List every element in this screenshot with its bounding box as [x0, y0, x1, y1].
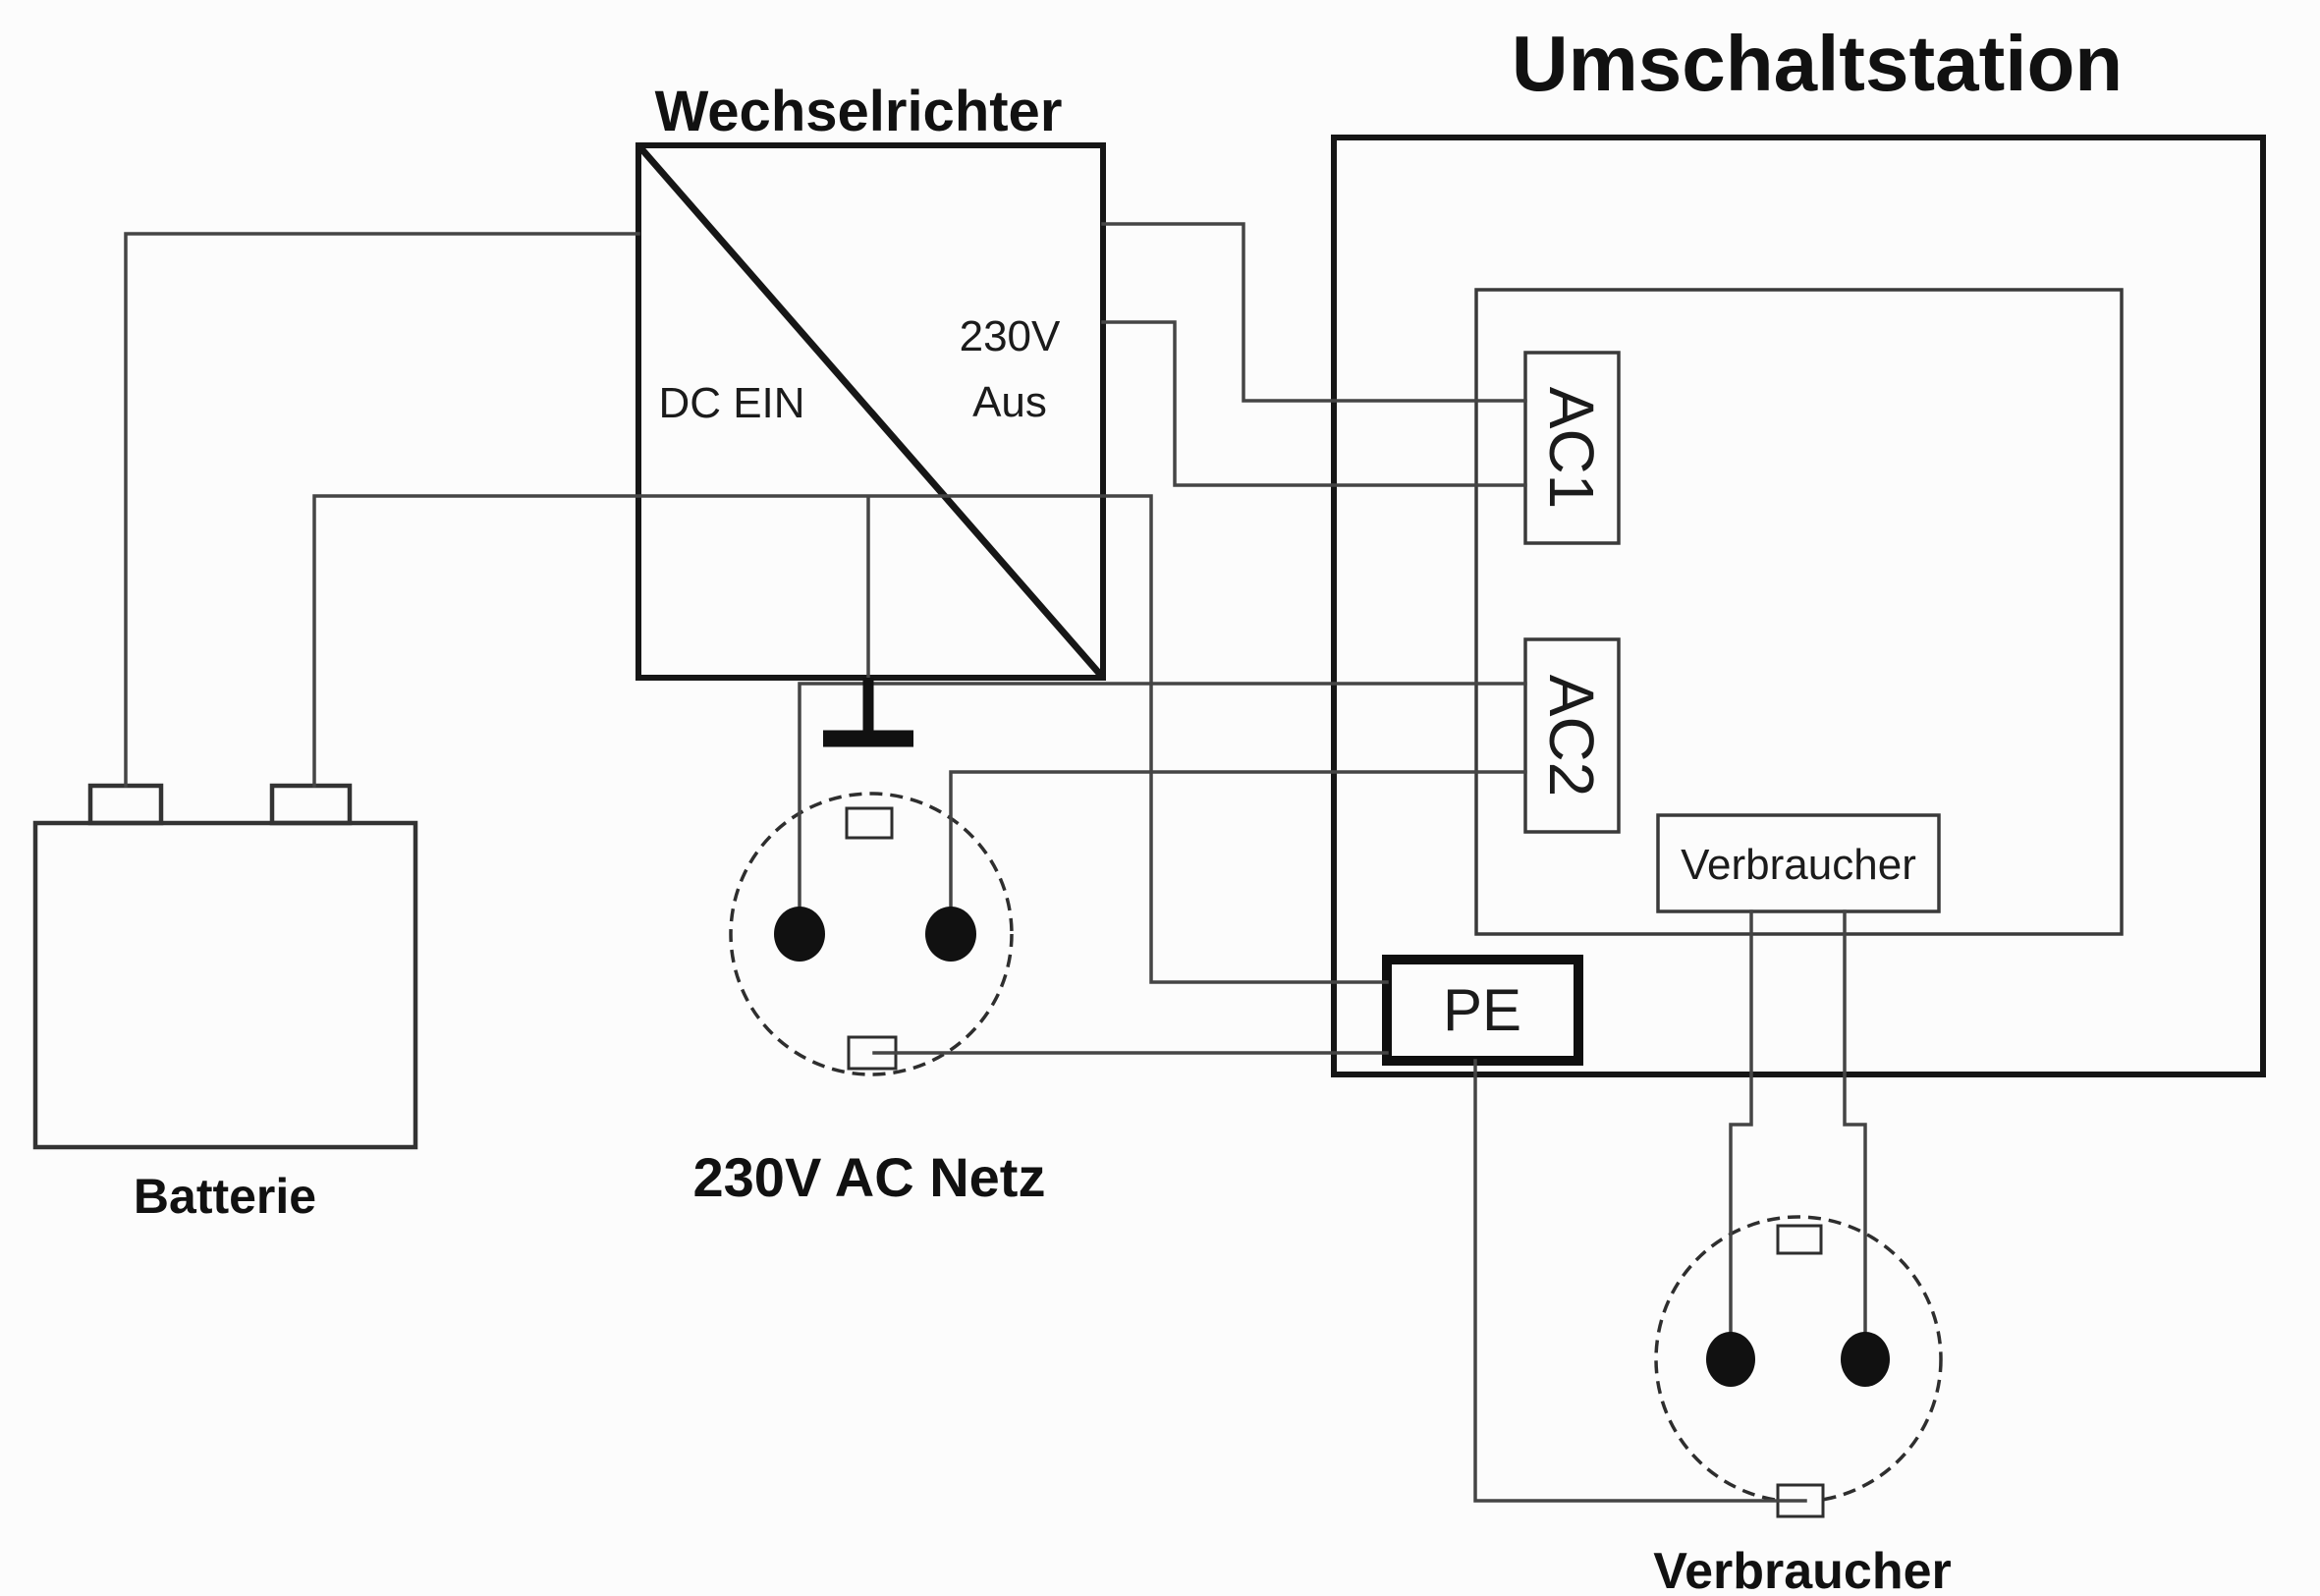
- wire-battery-plus: [124, 232, 640, 788]
- labels: Wechselrichter DC EIN 230V Aus Umschalts…: [134, 20, 2123, 1596]
- switch-station-inner-box: [1474, 288, 2124, 936]
- ac1-label: AC1: [1536, 387, 1607, 510]
- battery-terminal-right: [269, 783, 353, 826]
- pe-box: [1382, 955, 1583, 1066]
- ac-out-label-line1: 230V: [960, 312, 1061, 360]
- wire-mains-l: [798, 682, 1527, 915]
- wire-consumer-l: [1729, 909, 1753, 1340]
- inverter-diagonal: [635, 142, 1106, 681]
- mains-pin-left: [774, 907, 825, 962]
- battery-label: Batterie: [134, 1169, 316, 1224]
- pe-label: PE: [1443, 977, 1521, 1043]
- mains-socket-earth-notch-top: [845, 806, 894, 840]
- mains-pin-right: [925, 907, 976, 962]
- wire-battery-minus: [312, 494, 1389, 984]
- consumer-box-label: Verbraucher: [1681, 841, 1916, 889]
- wire-inverter-out-2: [1101, 320, 1527, 487]
- ac-out-label-line2: Aus: [972, 378, 1047, 426]
- consumer-pin-left: [1706, 1332, 1755, 1387]
- consumer-socket-earth-notch-top: [1776, 1224, 1823, 1255]
- wires: [124, 222, 1867, 1503]
- dc-in-label: DC EIN: [658, 379, 804, 427]
- switch-station: [1331, 135, 2266, 1077]
- switch-station-outer-box: [1331, 135, 2266, 1077]
- consumer-socket-label: Verbraucher: [1653, 1543, 1952, 1596]
- wire-inverter-out-1: [1101, 222, 1527, 403]
- ac2-box: [1523, 637, 1621, 834]
- wire-consumer-n: [1843, 909, 1867, 1340]
- consumer-pin-right: [1841, 1332, 1890, 1387]
- ac2-label: AC2: [1536, 675, 1607, 798]
- switch-station-title: Umschaltstation: [1512, 20, 2123, 107]
- ground-icon: [823, 496, 913, 747]
- mains-socket-circle: [729, 792, 1014, 1076]
- inverter-title: Wechselrichter: [655, 80, 1063, 143]
- wire-pe-earth: [1473, 1059, 1807, 1503]
- wire-mains-n: [949, 770, 1527, 915]
- socket-pins: [774, 907, 1890, 1387]
- mains-socket-label: 230V AC Netz: [693, 1146, 1046, 1208]
- ac1-box: [1523, 351, 1621, 545]
- consumer-socket-circle: [1654, 1215, 1943, 1504]
- battery-box: [32, 820, 418, 1150]
- consumer-output-box: [1656, 813, 1941, 913]
